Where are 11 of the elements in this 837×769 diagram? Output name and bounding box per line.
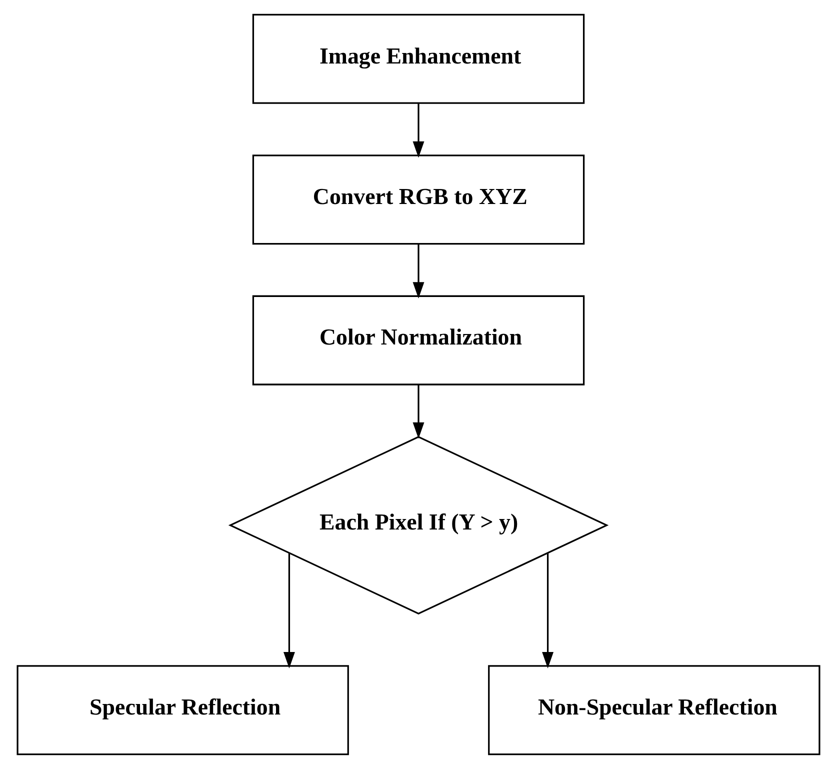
node-box: Non-Specular Reflection [488, 665, 820, 756]
node-box: Image Enhancement [252, 14, 585, 104]
node-box: Specular Reflection [16, 665, 349, 756]
node-box: Color Normalization [252, 295, 585, 386]
arrow [412, 103, 424, 158]
arrow [412, 244, 424, 299]
node-box: Convert RGB to XYZ [252, 154, 585, 245]
arrow [283, 553, 295, 668]
node-diamond: Each Pixel If (Y > y) [228, 436, 609, 615]
arrow [542, 553, 554, 668]
arrow [412, 384, 424, 439]
